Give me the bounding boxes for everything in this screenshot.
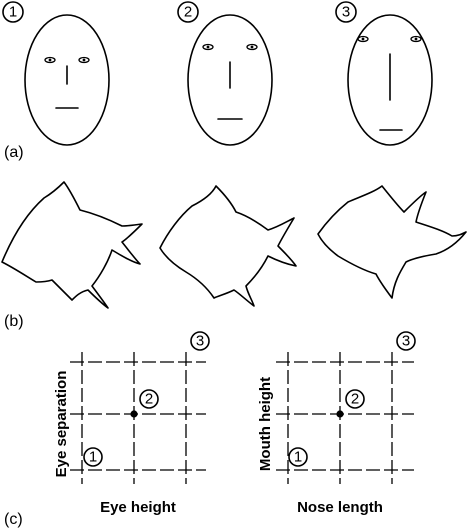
fish-2 [159, 185, 297, 307]
y-axis-label: Eye separation [53, 371, 70, 478]
fish-3 [317, 185, 467, 299]
marker-3-a-text: 3 [342, 4, 350, 21]
marker-1-grid-text: 1 [294, 449, 302, 466]
marker-3-grid: 3 [396, 331, 416, 351]
marker-2-a: 2 [177, 1, 199, 23]
grid-plot-2: 1 2 3 Nose length Mouth height [257, 331, 416, 516]
panel-label-b: (b) [4, 313, 24, 330]
marker-1-grid: 1 [288, 447, 308, 467]
x-axis-label: Nose length [297, 499, 383, 516]
center-point [130, 410, 138, 418]
marker-1-grid: 1 [83, 447, 103, 467]
center-point [336, 410, 344, 418]
fish-1 [1, 181, 143, 309]
marker-1-a: 1 [2, 1, 24, 23]
y-axis-label: Mouth height [257, 377, 274, 471]
marker-2-a-text: 2 [184, 4, 192, 21]
marker-2-grid-text: 2 [351, 391, 359, 408]
face-1 [24, 14, 110, 146]
face-2 [187, 14, 273, 146]
marker-3-grid-text: 3 [402, 333, 410, 350]
marker-2-grid: 2 [345, 389, 365, 409]
marker-2-grid: 2 [139, 389, 159, 409]
panel-label-a: (a) [4, 144, 24, 161]
face-1-eyes [44, 56, 90, 64]
marker-1-grid-text: 1 [89, 449, 97, 466]
marker-2-grid-text: 2 [145, 391, 153, 408]
face-3-eyes [357, 35, 422, 43]
grid-plot-1: 1 2 3 Eye height Eye separation [53, 331, 210, 516]
panel-label-c: (c) [4, 511, 23, 528]
x-axis-label: Eye height [100, 499, 176, 516]
marker-3-grid: 3 [190, 331, 210, 351]
marker-3-a: 3 [335, 1, 357, 23]
marker-3-grid-text: 3 [196, 333, 204, 350]
face-2-eyes [202, 43, 258, 51]
marker-1-a-text: 1 [9, 4, 17, 21]
face-3 [347, 14, 433, 146]
